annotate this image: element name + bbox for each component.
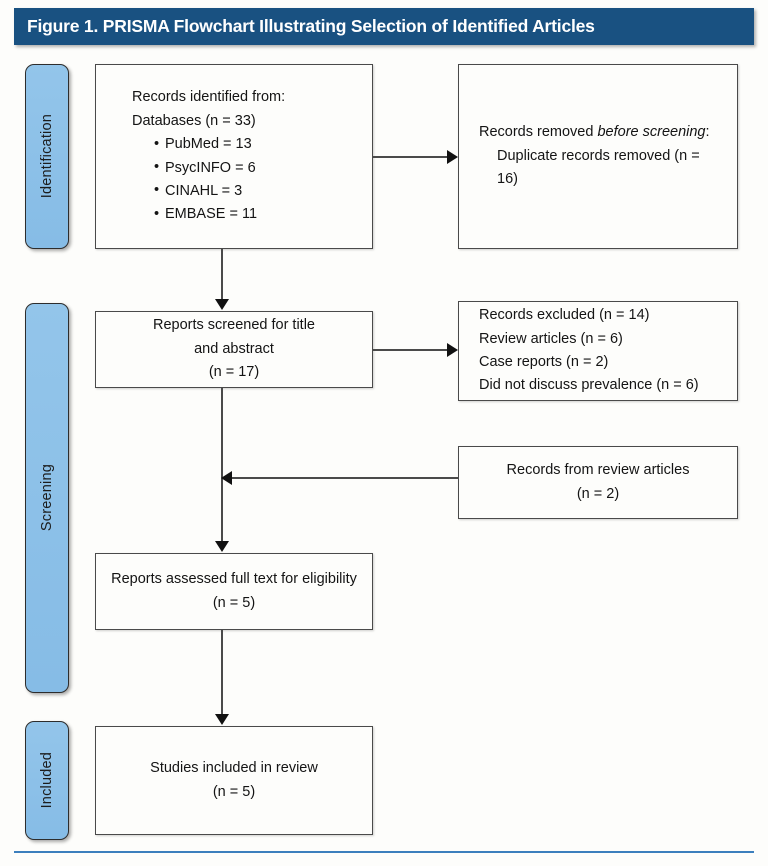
reports-screened-line3: (n = 17) [208,364,260,381]
records-removed-italic: before screening [597,124,706,141]
node-studies-included: Studies included in review (n = 5) [95,726,373,835]
node-records-identified-text: Records identified from: Databases (n = … [132,86,372,227]
records-excluded-line4: Did not discuss prevalence (n = 6) [479,377,699,394]
records-excluded-line2: Review articles (n = 6) [479,330,623,347]
review-refs-line2: (n = 2) [576,485,620,502]
fulltext-line2: (n = 5) [212,594,256,611]
phase-pill-included: Included [25,721,69,840]
node-records-removed: Records removed before screening: Duplic… [458,64,738,249]
phase-label-screening: Screening [39,464,55,532]
arrow-right-icon [447,343,458,357]
arrow-down-icon [215,541,229,552]
node-reports-assessed-fulltext: Reports assessed full text for eligibili… [95,553,373,630]
phase-label-identification: Identification [39,114,55,199]
included-line2: (n = 5) [212,783,256,800]
list-item: PubMed = 13 [154,133,372,157]
footer-divider [14,851,754,853]
figure-title-bar: Figure 1. PRISMA Flowchart Illustrating … [14,8,754,45]
list-item: EMBASE = 11 [154,203,372,227]
connector-reviewrefs-to-spine [232,477,458,479]
node-records-from-review-articles-text: Records from review articles (n = 2) [469,459,727,506]
node-records-from-review-articles: Records from review articles (n = 2) [458,446,738,519]
records-excluded-line1: Records excluded (n = 14) [479,307,650,324]
records-identified-line2: Databases (n = 33) [132,112,256,129]
records-excluded-line3: Case reports (n = 2) [479,354,609,370]
node-records-identified: Records identified from: Databases (n = … [95,64,373,249]
arrow-left-icon [221,471,232,485]
phase-pill-screening: Screening [25,303,69,693]
node-reports-screened-text: Reports screened for title and abstract … [106,314,362,384]
arrow-right-icon [447,150,458,164]
node-reports-screened: Reports screened for title and abstract … [95,311,373,388]
node-records-excluded-text: Records excluded (n = 14) Review article… [479,304,727,398]
reports-screened-line1: Reports screened for title [153,317,315,334]
records-removed-line1: Records removed before screening: [479,121,719,144]
fulltext-line1: Reports assessed full text for eligibili… [111,571,357,588]
included-line1: Studies included in review [150,760,318,777]
records-removed-prefix: Records removed [479,124,598,141]
connector-screened-to-excluded [373,349,448,351]
records-removed-line2: Duplicate records removed (n = 16) [497,147,700,188]
connector-fulltext-to-included [221,630,223,716]
phase-pill-identification: Identification [25,64,69,249]
connector-identified-to-removed [373,156,448,158]
records-identified-database-list: PubMed = 13 PsycINFO = 6 CINAHL = 3 EMBA… [132,133,372,227]
list-item: CINAHL = 3 [154,179,372,203]
node-studies-included-text: Studies included in review (n = 5) [106,757,362,804]
node-records-removed-text: Records removed before screening: Duplic… [479,121,719,191]
page-title: Figure 1. PRISMA Flowchart Illustrating … [27,16,595,36]
records-removed-suffix: : [705,124,710,141]
records-identified-line1: Records identified from: [132,89,286,106]
connector-screened-to-fulltext [221,388,223,543]
arrow-down-icon [215,714,229,725]
phase-label-included: Included [39,752,55,809]
connector-identified-to-screened [221,249,223,301]
review-refs-line1: Records from review articles [506,462,690,479]
node-reports-assessed-fulltext-text: Reports assessed full text for eligibili… [106,568,362,615]
node-records-excluded: Records excluded (n = 14) Review article… [458,301,738,401]
list-item: PsycINFO = 6 [154,156,372,180]
arrow-down-icon [215,299,229,310]
reports-screened-line2: and abstract [194,340,274,357]
